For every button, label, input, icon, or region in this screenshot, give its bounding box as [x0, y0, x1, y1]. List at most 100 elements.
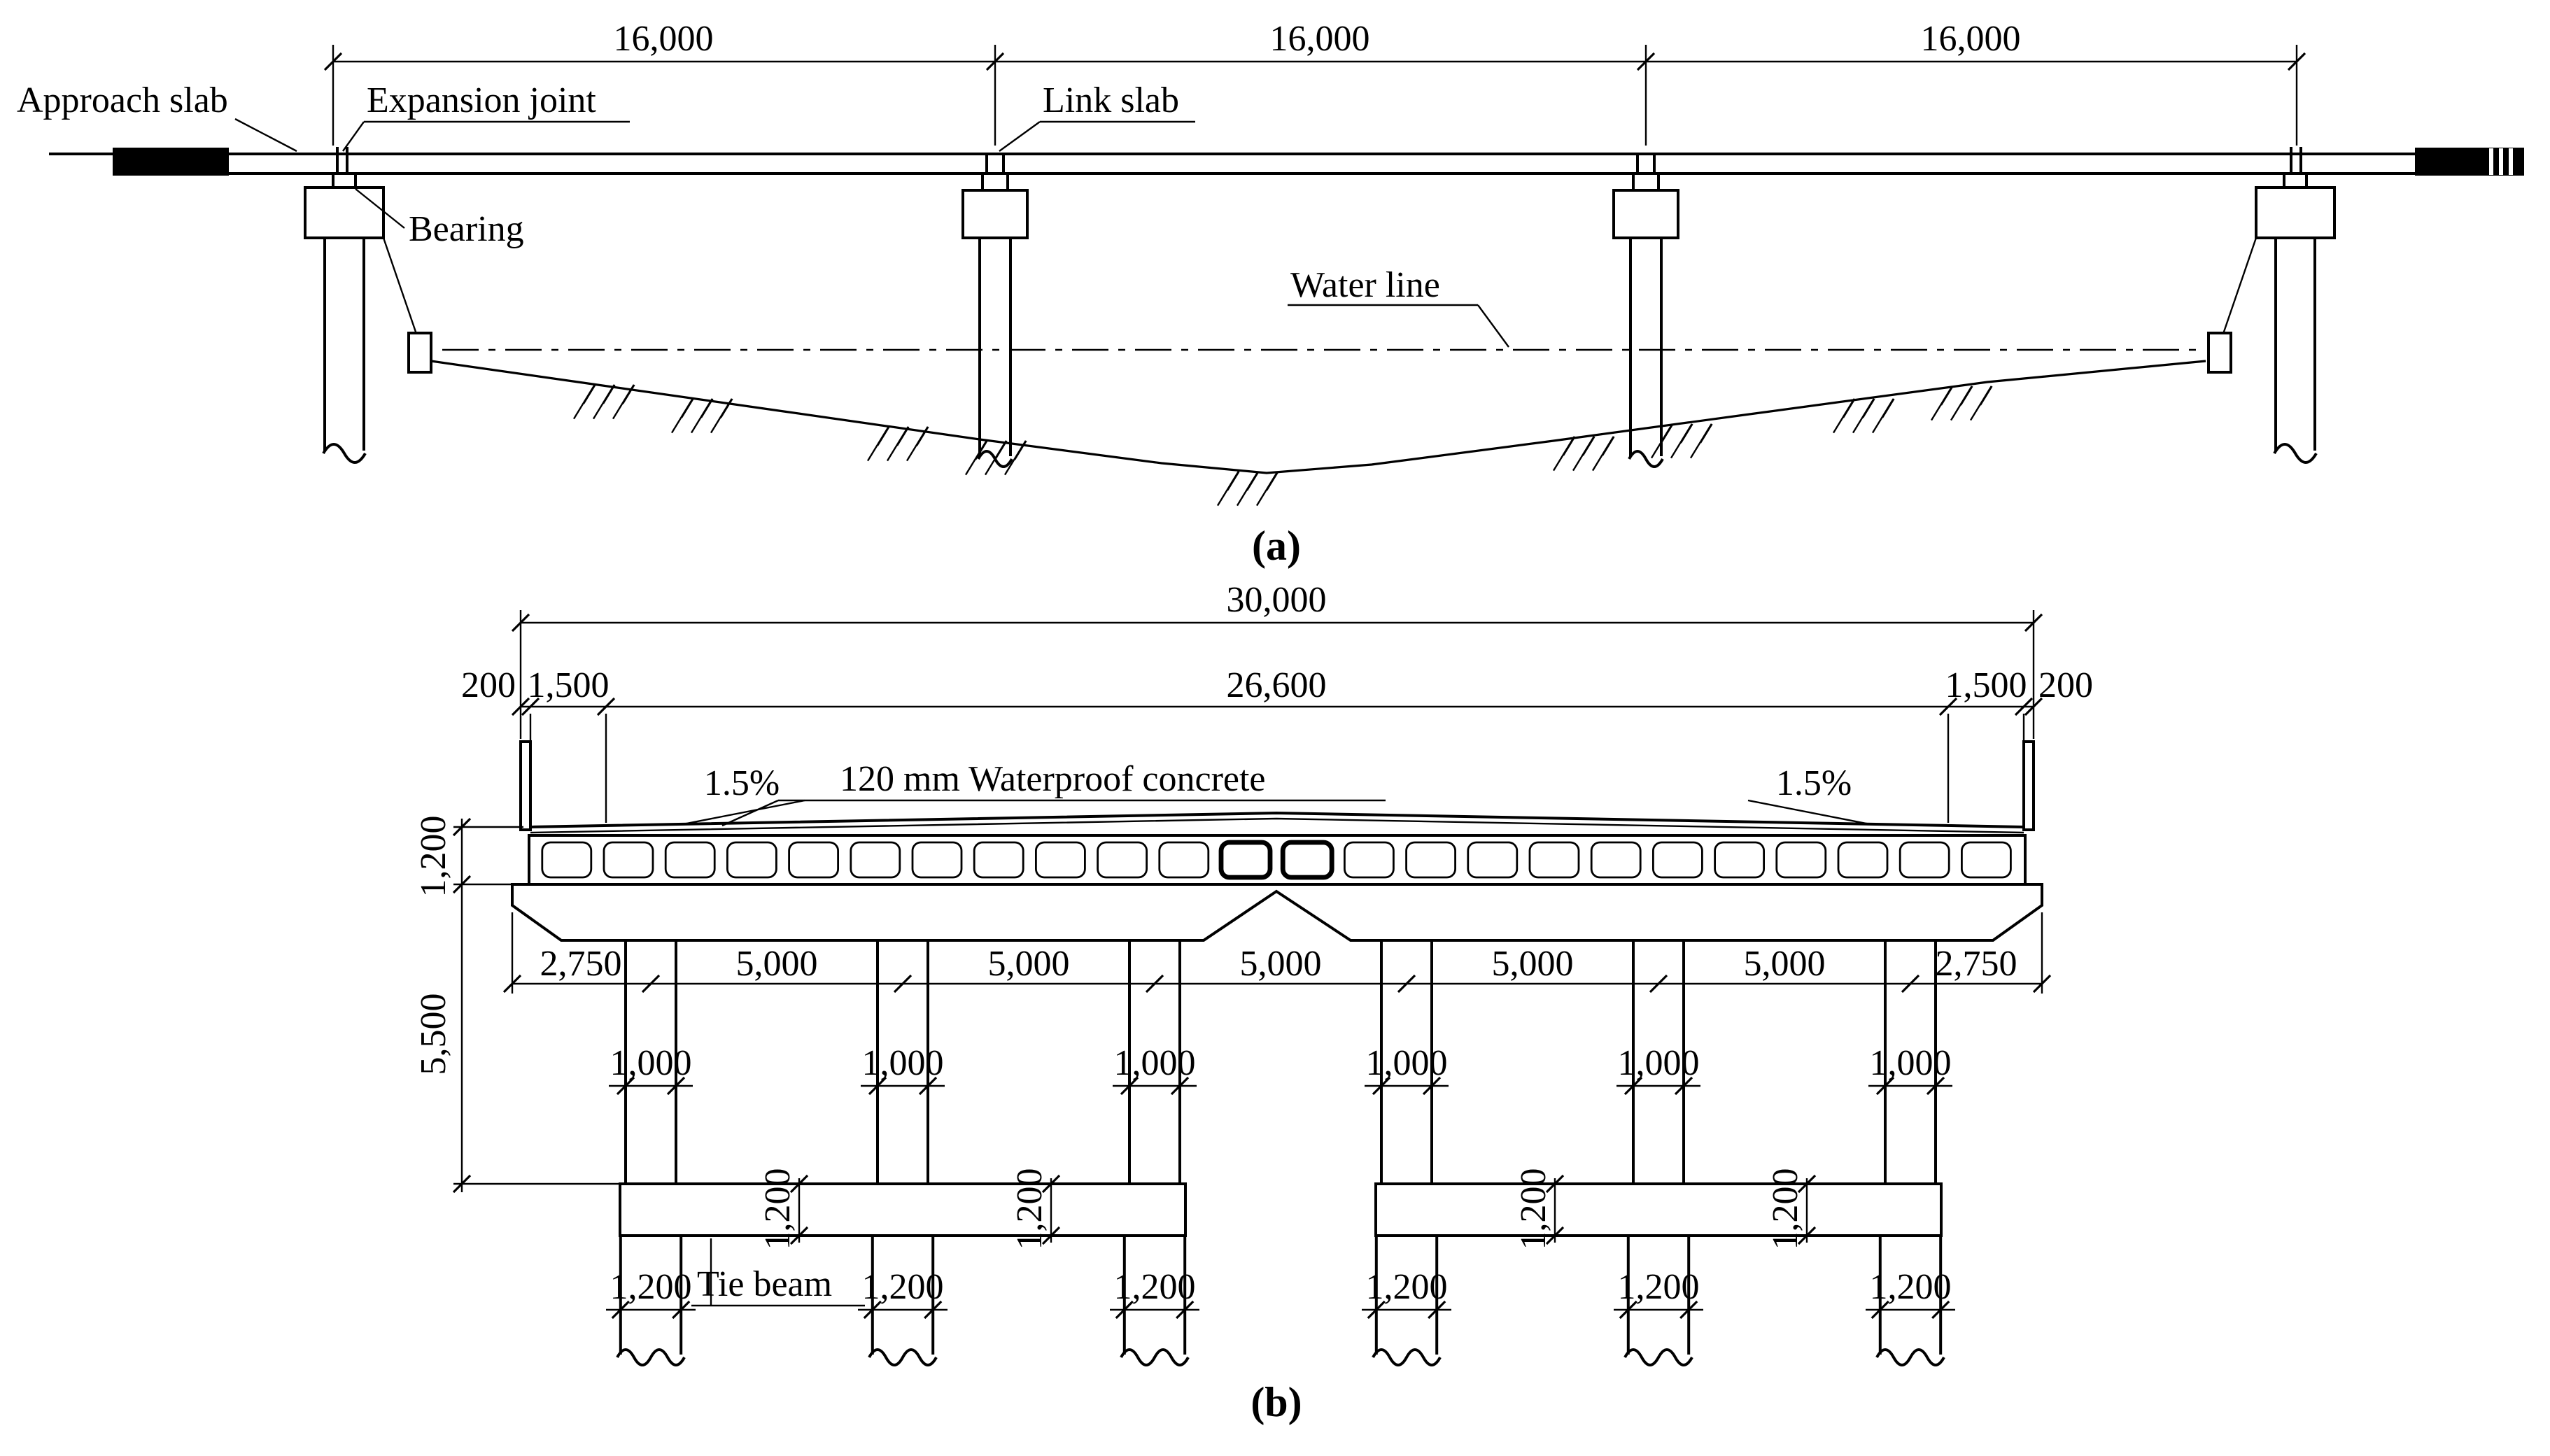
ground-hatch-stroke [1699, 423, 1713, 444]
slope-line-right [1747, 799, 1871, 826]
column-width-dim: 1,000 [1114, 1043, 1196, 1083]
dim-tick [452, 1174, 472, 1194]
dim-tick [1901, 974, 1920, 994]
girder-cell [1035, 841, 1086, 879]
dim-tick [452, 875, 472, 894]
approach-slab-label: Approach slab [17, 80, 228, 120]
left-pavement-block [113, 148, 229, 176]
deck-top-surface [530, 811, 2024, 828]
girder-cell [1218, 840, 1273, 880]
dim-tick [1797, 1226, 1817, 1245]
girder-cell [1467, 841, 1519, 879]
pier-break-symbol [1628, 450, 1664, 468]
girder-cell [1280, 840, 1334, 880]
spacing-dim-5: 5,000 [1492, 944, 1574, 984]
dimension-ticks [323, 52, 2306, 1320]
girder-cell [1960, 841, 2012, 879]
dim-tick [2014, 697, 2034, 716]
dim-tick [1120, 1076, 1139, 1096]
dim-tick [1422, 1076, 1442, 1096]
pile-width-dim: 1,200 [1114, 1267, 1196, 1307]
dim-tick [868, 1076, 887, 1096]
dim-tick [521, 697, 540, 716]
dim-tick [452, 817, 472, 837]
dim-tick [611, 1300, 630, 1320]
ground-hatch-stroke [1842, 398, 1856, 418]
girder-cell [541, 841, 593, 879]
spacing-dim-6: 5,000 [1744, 944, 1826, 984]
pier-2 [1612, 172, 1679, 468]
right-pavement-block [2415, 148, 2524, 176]
dim-tick [1428, 1300, 1446, 1320]
dim-tick [1115, 1300, 1134, 1320]
slope-label-right: 1.5% [1776, 763, 1852, 803]
ground-hatch-stroke [1660, 423, 1674, 444]
dim-tick [323, 52, 343, 71]
dim-tick [1623, 1076, 1643, 1096]
cross-section-view: 30,000 200 1,500 26,600 1,500 200 1.5% 1… [323, 52, 2306, 1425]
dim-tick [1397, 974, 1416, 994]
dim-tick [1926, 1076, 1945, 1096]
girder-cell [911, 841, 963, 879]
dim-tick [511, 613, 530, 632]
hollow-girder-cells [541, 840, 2012, 880]
pier-bearing [1632, 172, 1660, 192]
deck-middle-dim: 26,600 [1227, 665, 1327, 705]
ground-hatch-stroke [1265, 471, 1279, 491]
dim-tick [2032, 974, 2052, 994]
tie-beam-depth-dim: 1,200 [1010, 1168, 1050, 1250]
girder-cell [726, 841, 777, 879]
girder-cell [850, 841, 901, 879]
ground-hatch-stroke [1861, 398, 1875, 418]
dim-tick [1636, 52, 1656, 71]
pier-columns-and-piles [616, 940, 1945, 1366]
girder-cell [664, 841, 716, 879]
pile-width-dim: 1,200 [1870, 1267, 1952, 1307]
dim-tick [1372, 1076, 1391, 1096]
left-bearing [332, 172, 357, 189]
girder-cell [1344, 841, 1395, 879]
expansion-joint-label: Expansion joint [367, 80, 596, 120]
bearing-leader [355, 188, 405, 229]
dim-tick [666, 1076, 686, 1096]
tie-beam-right [1374, 1182, 1943, 1237]
dim-tick [502, 974, 522, 994]
girder-cell [973, 841, 1024, 879]
dim-tick [1545, 1174, 1565, 1194]
girder-cell [788, 841, 839, 879]
pile-break-symbol [1120, 1348, 1190, 1366]
dim-tick [1674, 1076, 1693, 1096]
ground-line [430, 360, 2206, 474]
girder-cell [1158, 841, 1210, 879]
dim-tick [1931, 1300, 1950, 1320]
ground-hatch-stroke [994, 440, 1008, 460]
column-width-dim: 1,000 [610, 1043, 692, 1083]
pile-width-dim: 1,200 [862, 1267, 944, 1307]
pile-width-dim: 1,200 [1366, 1267, 1448, 1307]
tie-beam-depth-dim: 1,200 [1766, 1168, 1805, 1250]
pier-cap [961, 189, 1029, 239]
girder-cell [1405, 841, 1456, 879]
left-slope-line [382, 237, 418, 337]
dim-tick [789, 1226, 809, 1245]
dim-tick [863, 1300, 882, 1320]
dim-tick [511, 697, 530, 716]
ground-hatch-stroke [1601, 436, 1615, 456]
girder-cell [1837, 841, 1889, 879]
column-width-dim: 1,000 [862, 1043, 944, 1083]
girder-cell [1590, 841, 1642, 879]
slope-line-left [682, 799, 805, 826]
dim-tick [893, 974, 913, 994]
dim-tick [1545, 1226, 1565, 1245]
dim-tick [1619, 1300, 1637, 1320]
ground-hatch-stroke [876, 426, 890, 446]
ground-hatch-stroke [1679, 423, 1693, 444]
girder-cell [1651, 841, 1703, 879]
approach-slab-leader [234, 118, 297, 153]
right-abutment-break-symbol [2273, 443, 2318, 464]
ground-hatch-stroke [719, 398, 733, 418]
dim-tick [1871, 1300, 1889, 1320]
dim-tick [616, 1076, 635, 1096]
dim-tick [1875, 1076, 1895, 1096]
dim-tick [1041, 1174, 1061, 1194]
